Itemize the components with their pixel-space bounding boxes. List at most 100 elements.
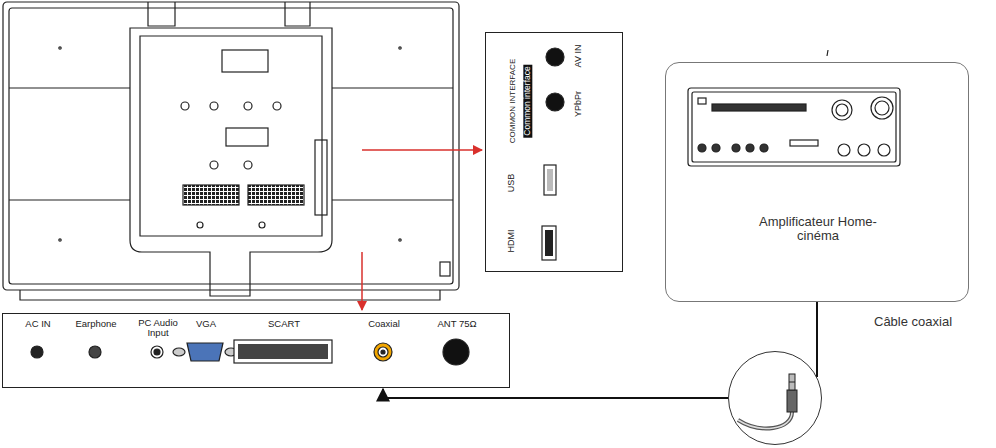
cable-line (816, 302, 818, 377)
amplifier-illustration-part (698, 98, 706, 104)
bottom-ports-part (151, 346, 163, 358)
tv-back-part (9, 87, 130, 88)
tv-back (3, 2, 459, 300)
port-label: YPbPr (574, 91, 584, 117)
pointer-arrow (362, 150, 482, 310)
cable-illustration-part (789, 382, 795, 383)
tv-back-part (181, 102, 189, 110)
bottom-ports-part (378, 347, 388, 357)
amplifier-illustration-part (832, 100, 852, 120)
cable-line (383, 389, 728, 398)
side-ports-part (542, 226, 556, 260)
connector-panel: AC IN Earphone PC Audio Input VGA SCART Coaxi… (2, 313, 510, 388)
cable-illustration-part (738, 412, 792, 428)
port-label: Coaxial (368, 319, 400, 329)
amplifier-illustration-part (688, 88, 900, 166)
side-ports (542, 48, 564, 260)
port-label: Common interface (523, 64, 532, 137)
port-label: AC IN (25, 319, 50, 329)
tv-back-part (183, 185, 239, 205)
bottom-ports-part (234, 340, 332, 363)
cable-detail-circle: Câble coaxial (728, 351, 822, 445)
port-label: ANT 75Ω (437, 319, 476, 329)
tv-back-part (210, 161, 218, 169)
tv-back-part (226, 128, 268, 146)
bottom-ports-part (154, 349, 160, 355)
cable-illustration-part (738, 412, 792, 428)
amplifier-illustration-part (836, 104, 848, 116)
amplifier-illustration-part (790, 140, 818, 146)
amplifier-illustration-part (858, 144, 870, 156)
tv-back-part (130, 28, 332, 296)
tv-back-part (140, 36, 322, 236)
connector-panel: COMMON INTERFACE Common interface AV IN YPb… (485, 32, 623, 272)
port-label: HDMI (507, 230, 517, 253)
bottom-ports-part (238, 344, 328, 359)
tv-back-part (20, 290, 440, 300)
tv-back-part (59, 239, 61, 241)
device-label: Amplificateur Home-cinéma (758, 215, 878, 244)
side-ports-part (547, 169, 553, 191)
amplifier-box: Amplificateur Home-cinéma (665, 62, 969, 302)
port-label: USB (507, 174, 517, 193)
port-label: Earphone (75, 319, 116, 329)
port-label: AV IN (574, 45, 584, 68)
amplifier-illustration-part (712, 144, 720, 152)
bottom-ports-part (173, 348, 185, 356)
tv-back-part (399, 47, 401, 49)
amplifier-illustration-part (760, 144, 768, 152)
port-label: COMMON INTERFACE (509, 59, 518, 143)
side-ports-part (546, 93, 564, 111)
port-label: SCART (268, 319, 300, 329)
tv-back-part (332, 87, 453, 88)
side-ports-part (546, 48, 564, 66)
tv-back-part (197, 222, 203, 228)
cable-illustration-part (789, 374, 795, 390)
tv-back-part (248, 185, 304, 205)
tv-back-part (244, 102, 252, 110)
tv-back-part (3, 2, 459, 290)
bottom-ports-part (31, 346, 43, 358)
tv-back-part (273, 102, 281, 110)
amplifier-illustration-part (871, 97, 893, 119)
pointer-arrow-part (362, 149, 482, 151)
bottom-ports-part (187, 343, 223, 361)
tv-back-part (9, 199, 130, 200)
bottom-ports-part (89, 346, 101, 358)
tv-back-part (440, 262, 450, 276)
amplifier-illustration-part (692, 92, 896, 162)
tv-back-part (315, 140, 327, 215)
port-label: VGA (196, 319, 216, 329)
tv-back-part (148, 2, 175, 26)
cable-illustration (738, 374, 797, 428)
amplifier-illustration-part (875, 101, 889, 115)
tv-back-part (244, 161, 252, 169)
side-ports-part (545, 230, 553, 256)
amplifier-illustration-part (827, 50, 828, 56)
amplifier-illustration-part (712, 104, 806, 111)
tv-back-part (59, 47, 61, 49)
tv-back-part (9, 8, 453, 284)
tv-back-part (399, 239, 401, 241)
pointer-arrow-part (361, 252, 363, 310)
amplifier-illustration (688, 50, 900, 166)
tv-back-part (259, 222, 265, 228)
amplifier-illustration-part (698, 144, 706, 152)
bottom-ports-part (374, 343, 392, 361)
bottom-ports-part (381, 350, 385, 354)
tv-back-part (210, 102, 218, 110)
tv-back-part (332, 199, 453, 200)
bottom-ports-part (443, 339, 469, 365)
callout-label: Câble coaxial (874, 315, 952, 329)
amplifier-illustration-part (838, 144, 850, 156)
amplifier-illustration-part (732, 144, 740, 152)
amplifier-illustration-part (746, 144, 754, 152)
amplifier-illustration-part (878, 144, 890, 156)
tv-back-part (285, 2, 310, 26)
port-label: PC Audio Input (134, 318, 182, 339)
side-ports-part (544, 165, 556, 195)
bottom-ports (31, 339, 469, 365)
tv-back-part (222, 50, 268, 72)
cable-illustration-part (787, 390, 797, 412)
